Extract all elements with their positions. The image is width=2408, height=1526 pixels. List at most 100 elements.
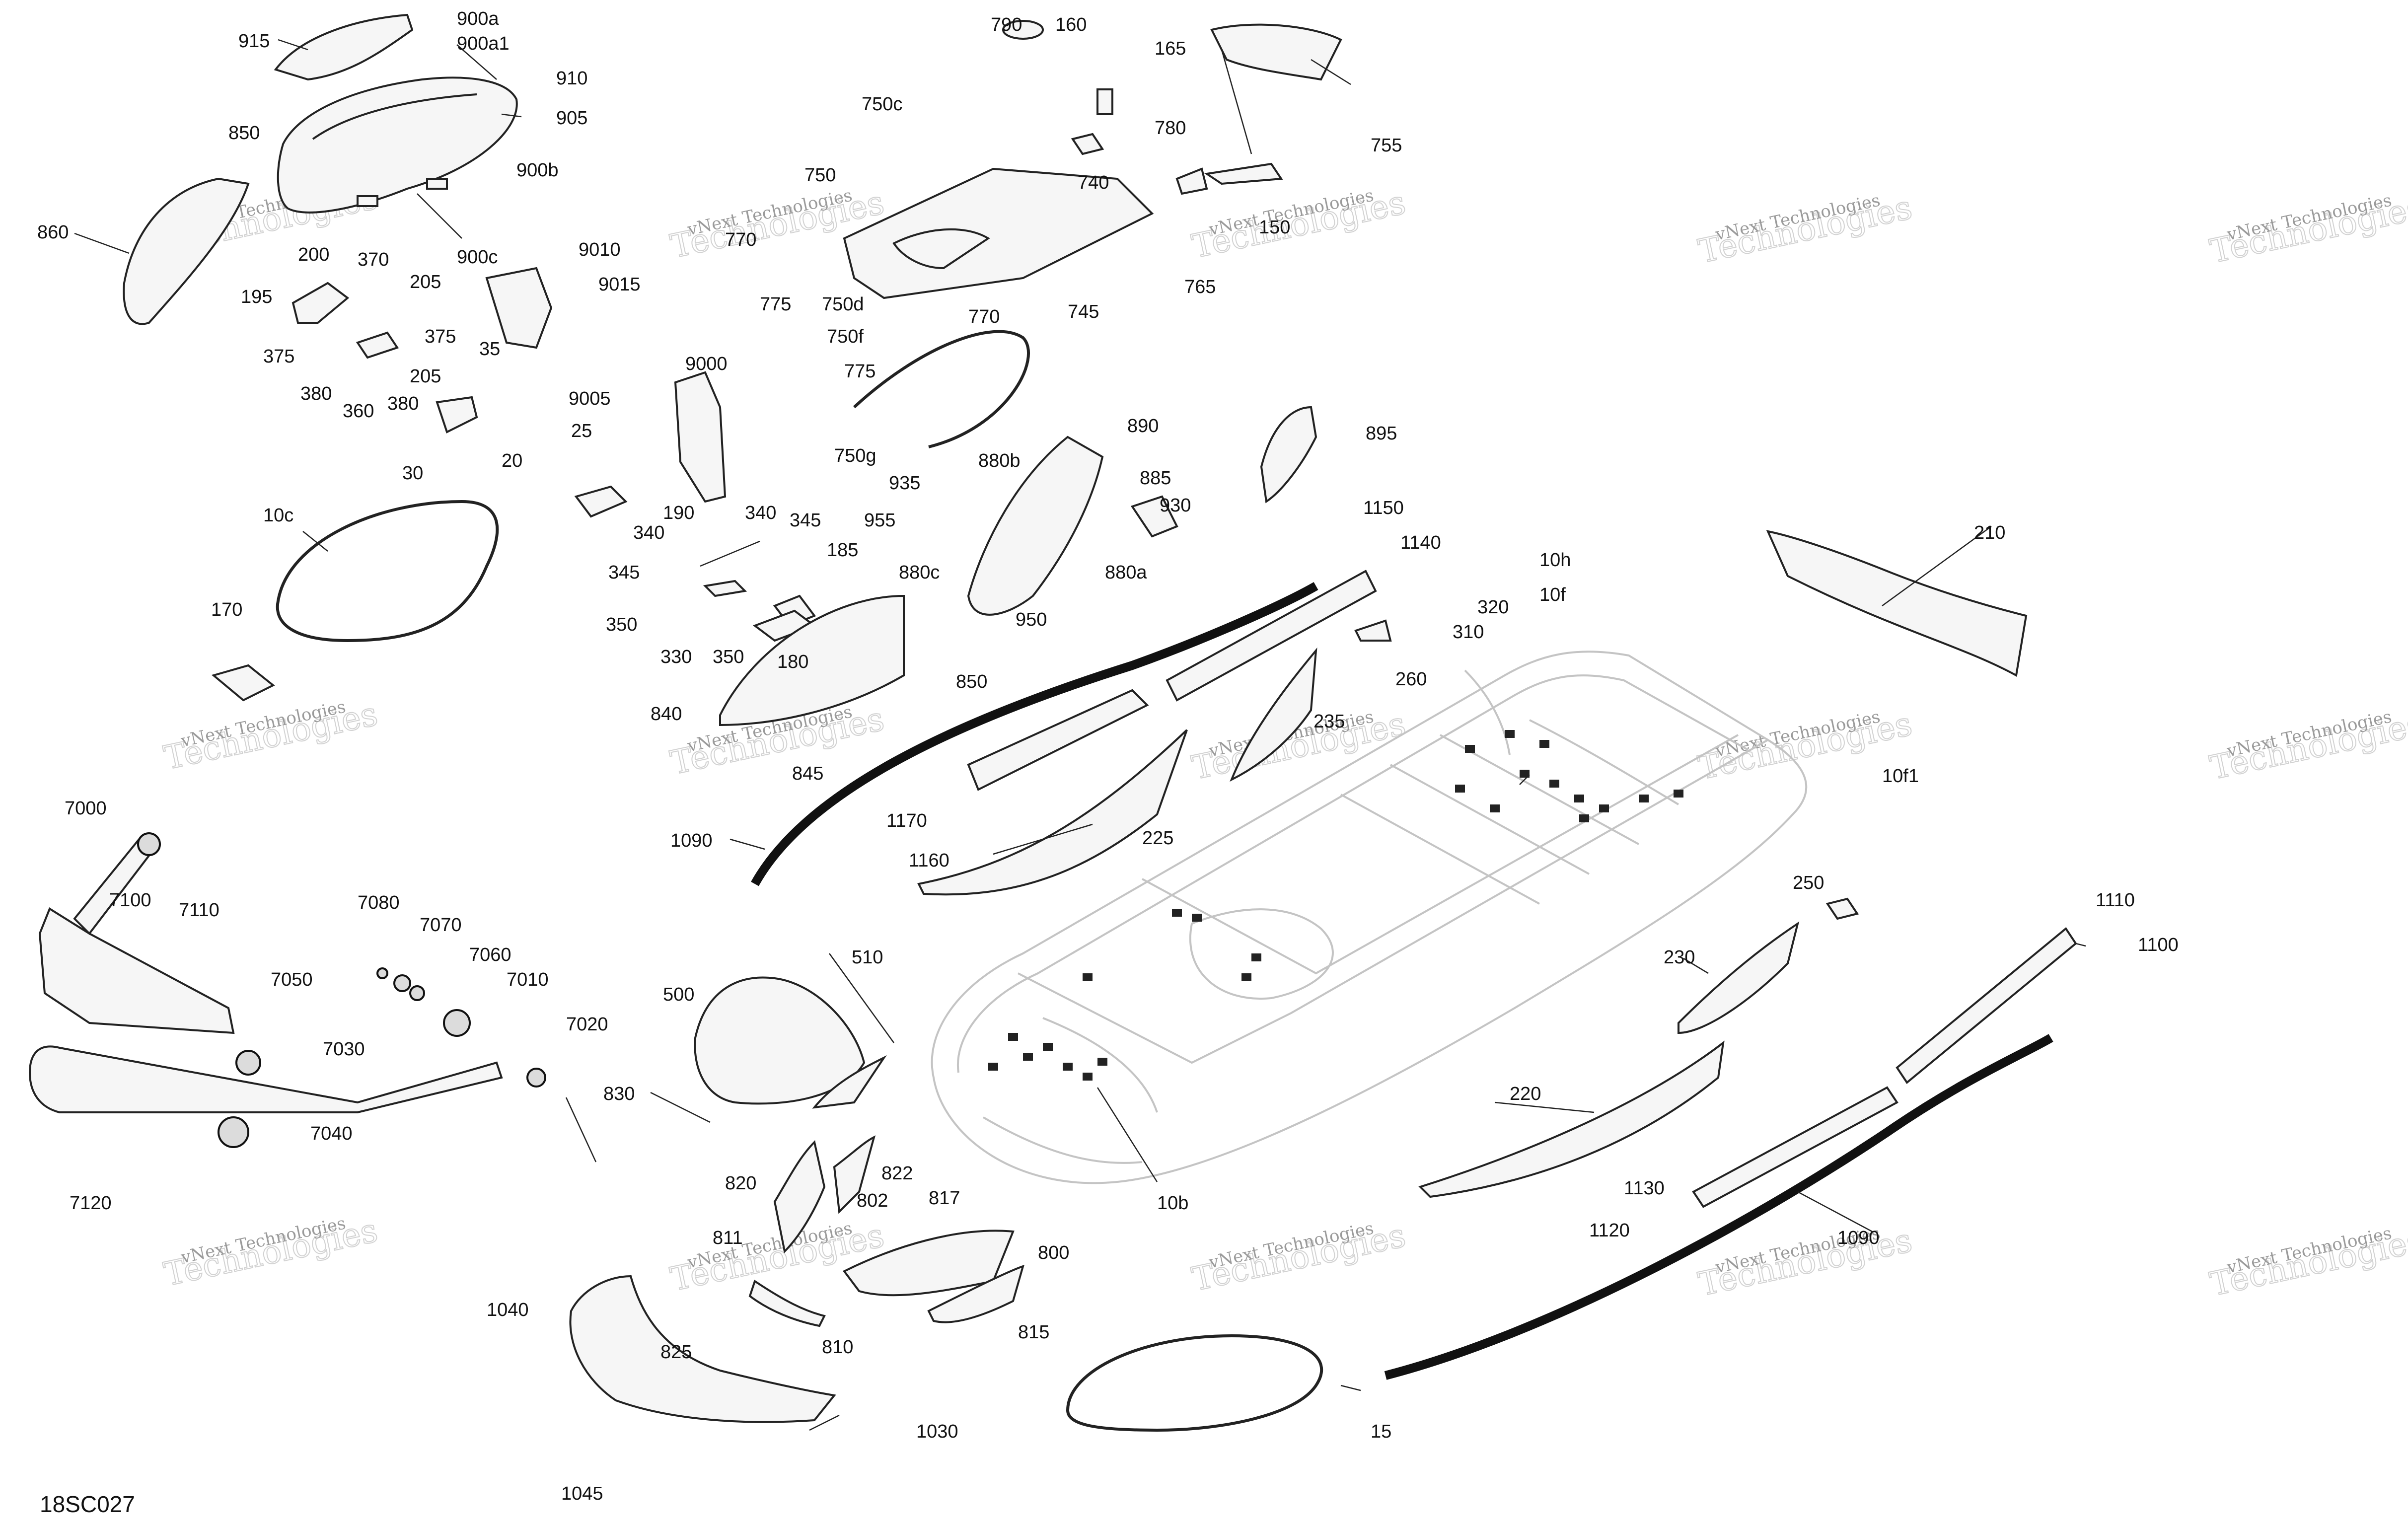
handlebar-7010	[28, 1045, 503, 1113]
dash-assembly	[703, 406, 1317, 727]
callout: 235	[1313, 711, 1345, 732]
panel-850	[719, 594, 905, 727]
callout: 7050	[271, 969, 313, 990]
latch-30	[436, 396, 478, 434]
callout: 10f1	[1882, 766, 1919, 787]
callout: 500	[663, 984, 694, 1005]
callout: 15	[1371, 1421, 1391, 1442]
washer-7060	[409, 985, 425, 1001]
cover-edge-510	[812, 1055, 887, 1109]
cover-9010	[485, 267, 553, 349]
callout: 765	[1184, 277, 1216, 297]
block-780	[1071, 133, 1104, 155]
strip-1090-left	[751, 582, 1318, 886]
callout: 165	[1155, 38, 1186, 59]
callout: 750d	[822, 294, 864, 315]
callout: 10b	[1157, 1193, 1188, 1214]
shield-880a	[967, 436, 1104, 616]
callout: 345	[790, 510, 821, 531]
callout: 10h	[1539, 550, 1571, 571]
bushing-7020	[526, 1068, 546, 1088]
callout: 817	[929, 1188, 960, 1209]
washer-7080	[376, 967, 388, 979]
callout: 822	[881, 1163, 913, 1184]
callout: 780	[1155, 118, 1186, 139]
callout: 950	[1016, 609, 1047, 630]
callout: 195	[241, 287, 272, 307]
callout: 1100	[2138, 935, 2179, 955]
callout: 180	[777, 652, 808, 672]
callout: 10c	[263, 505, 293, 526]
light-822	[833, 1135, 876, 1214]
panel-230	[1678, 921, 1800, 1034]
cap-790	[1002, 20, 1044, 40]
callout: 7010	[507, 969, 549, 990]
storage-cover-900a	[277, 76, 518, 214]
callout: 1130	[1624, 1178, 1665, 1199]
light-800	[842, 1230, 1015, 1297]
callout: 1150	[1363, 498, 1404, 518]
callout: 9010	[579, 239, 621, 260]
callout: 185	[827, 540, 858, 561]
callout: 1160	[909, 850, 949, 871]
callout: 755	[1371, 135, 1402, 156]
cover-500	[694, 976, 866, 1105]
washer-7070	[393, 974, 411, 992]
callout: 7070	[420, 915, 462, 936]
rail-1140	[1166, 570, 1377, 702]
callout: 225	[1142, 828, 1173, 849]
bracket-930	[1130, 495, 1178, 538]
callout: 200	[298, 244, 329, 265]
callout: 750f	[827, 326, 864, 347]
callout: 775	[760, 294, 791, 315]
callout: 885	[1140, 468, 1171, 489]
callout: 845	[792, 763, 823, 784]
callout: 30	[402, 463, 423, 484]
callout: 340	[745, 503, 776, 523]
callout: 330	[660, 647, 692, 667]
callout: 900c	[457, 247, 498, 268]
callout: 750c	[862, 94, 902, 115]
pad-900c-b	[426, 178, 448, 190]
callout: 770	[968, 306, 1000, 327]
strip-165	[1204, 162, 1283, 185]
callout: 800	[1038, 1242, 1069, 1263]
steering-assembly	[28, 832, 597, 1163]
callout: 830	[603, 1084, 635, 1104]
callout: 375	[425, 326, 456, 347]
callout: 740	[1078, 172, 1109, 193]
callout: 380	[300, 383, 332, 404]
callout: 375	[263, 346, 294, 367]
pad-210	[1766, 530, 2028, 677]
cap-250	[1825, 897, 1859, 920]
rail-1120	[1692, 1086, 1898, 1208]
callout: 345	[608, 562, 640, 583]
callout: 860	[37, 222, 69, 243]
callout: 820	[725, 1173, 756, 1194]
callout: 915	[238, 31, 270, 52]
callout: 20	[502, 450, 522, 471]
callout: 205	[410, 272, 441, 292]
callout: 9015	[598, 274, 641, 295]
callout: 9005	[569, 388, 611, 409]
duct-9000	[674, 371, 727, 503]
callout: 900b	[516, 160, 559, 181]
grommet-7030	[235, 1050, 261, 1076]
callout: 9000	[685, 354, 728, 374]
callout: 1090	[1837, 1228, 1880, 1248]
callout: 7040	[310, 1123, 353, 1144]
diagram-code: 18SC027	[40, 1491, 135, 1517]
gasket-parts	[211, 500, 1323, 1432]
callout: 160	[1055, 14, 1087, 35]
callout: 1140	[1400, 532, 1441, 553]
callout: 1090	[670, 830, 713, 851]
callout: 190	[663, 503, 694, 523]
callout: 1110	[2096, 890, 2135, 911]
callout: 850	[228, 123, 260, 144]
storage-cover-assembly	[123, 13, 727, 518]
callout: 955	[864, 510, 895, 531]
callout: 7030	[323, 1039, 365, 1060]
callout: 905	[556, 108, 587, 129]
callout: 880c	[899, 562, 940, 583]
callout: 790	[991, 14, 1022, 35]
